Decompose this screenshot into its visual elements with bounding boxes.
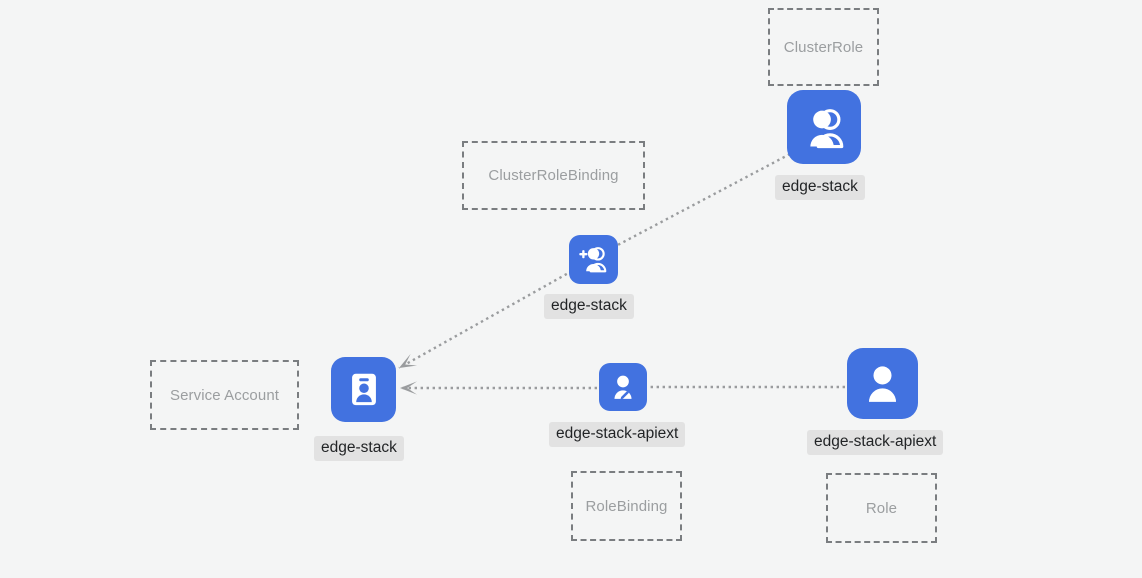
kind-box-clusterrolebinding: ClusterRoleBinding	[462, 141, 645, 210]
kind-box-clusterrole: ClusterRole	[768, 8, 879, 86]
kind-box-label: ClusterRoleBinding	[488, 167, 619, 184]
node-label-serviceaccount[interactable]: edge-stack	[314, 436, 404, 461]
edge-arrowhead-icon	[399, 353, 418, 368]
kind-box-label: Role	[865, 499, 898, 517]
node-label-clusterrole[interactable]: edge-stack	[775, 175, 865, 200]
person-edit-icon[interactable]	[599, 363, 647, 411]
kind-box-label: ClusterRole	[783, 38, 864, 56]
edge-line	[398, 269, 573, 370]
person-add-icon[interactable]	[569, 235, 618, 284]
kind-box-rolebinding: RoleBinding	[571, 471, 682, 541]
node-label-role[interactable]: edge-stack-apiext	[807, 430, 944, 455]
group-people-icon[interactable]	[787, 90, 861, 164]
id-badge-icon[interactable]	[331, 357, 396, 422]
node-label-clusterrolebinding[interactable]: edge-stack	[544, 294, 634, 319]
kind-box-role: Role	[826, 473, 937, 543]
kind-box-serviceaccount: Service Account	[150, 360, 299, 430]
person-icon[interactable]	[847, 348, 918, 419]
edge-arrowhead-icon	[400, 381, 417, 395]
node-label-rolebinding[interactable]: edge-stack-apiext	[549, 422, 686, 447]
kind-box-label: Service Account	[169, 386, 280, 404]
kind-box-label: RoleBinding	[585, 497, 668, 515]
